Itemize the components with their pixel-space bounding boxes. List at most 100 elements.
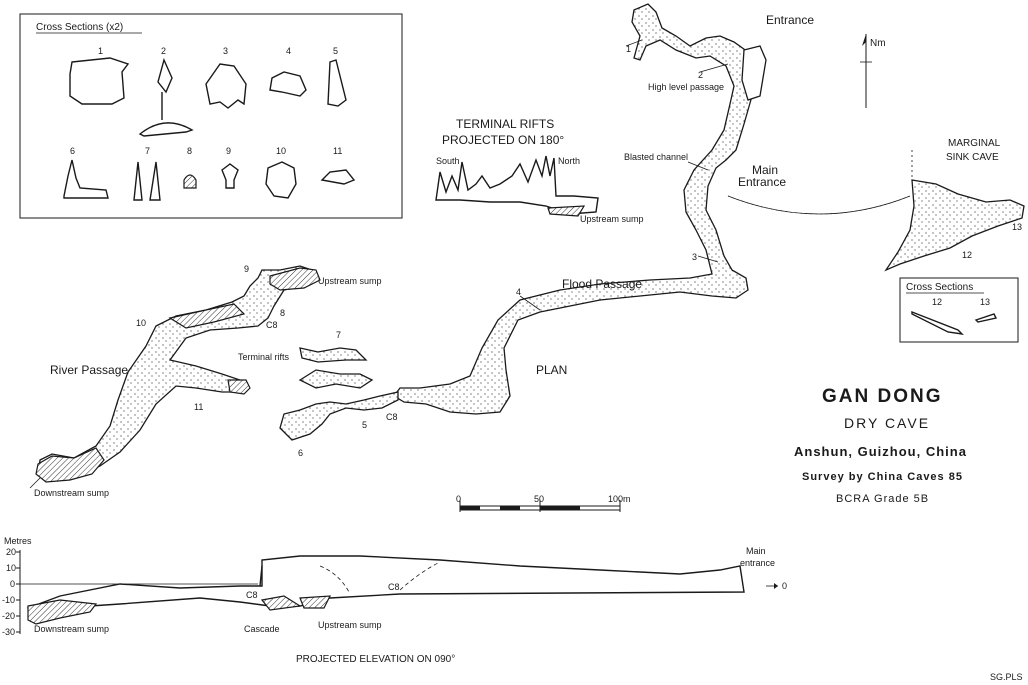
terminal-rifts-title-1: TERMINAL RIFTS: [456, 117, 554, 131]
scale-label-100: 100m: [608, 494, 631, 504]
north-label: Nm: [870, 38, 886, 49]
cascade-elevation: [260, 595, 302, 611]
scale-label-0: 0: [456, 494, 461, 504]
label-c8-plan-1: C8: [266, 320, 278, 330]
map-title: GAN DONG: [822, 386, 943, 407]
cliff-line-main: [727, 195, 911, 215]
elev-tick-m20: -20: [2, 611, 15, 621]
river-passage-hatch: [168, 303, 246, 329]
cave-plan: 1 2 3 4 5 6 7 8 9 10 11 Entrance High le…: [29, 3, 911, 498]
plan-marker-6: 6: [298, 448, 303, 458]
plan-marker-11: 11: [194, 402, 203, 412]
cs-number-6: 6: [70, 146, 75, 156]
elev-tick-20: 20: [6, 547, 16, 557]
cross-section-9: [221, 163, 239, 189]
marginal-marker-12: 12: [962, 250, 972, 260]
marginal-cs-12-shape: [911, 310, 964, 335]
elevation-caption: PROJECTED ELEVATION ON 090°: [296, 654, 455, 665]
marginal-cs-13-shape: [974, 313, 998, 323]
cross-section-4: [269, 71, 307, 97]
plan-marker-4: 4: [516, 287, 521, 297]
label-upstream-sump: Upstream sump: [318, 276, 382, 286]
label-main-entrance-1: Main: [752, 163, 778, 177]
elev-main-entrance-2: entrance: [740, 558, 775, 568]
elevation-units: Metres: [4, 536, 32, 546]
cross-section-3: [205, 63, 247, 109]
marginal-cs-title: Cross Sections: [906, 282, 973, 293]
marginal-sink-title-1: MARGINAL: [948, 138, 1001, 149]
marginal-cs-12: 12: [932, 297, 942, 307]
terminal-rifts-profile: TERMINAL RIFTS PROJECTED ON 180° South N…: [435, 117, 644, 224]
label-c8-plan-2: C8: [386, 412, 398, 422]
terminal-rifts-passage: [279, 391, 399, 441]
north-arrow: Nm: [860, 34, 886, 108]
cross-sections-title: Cross Sections (x2): [36, 22, 123, 33]
label-main-entrance-2: Entrance: [738, 175, 786, 189]
plan-marker-8: 8: [280, 308, 285, 318]
label-flood-passage: Flood Passage: [562, 277, 642, 291]
label-terminal-rifts: Terminal rifts: [238, 352, 290, 362]
rift-branch-north: [298, 369, 374, 389]
cs-number-7: 7: [145, 146, 150, 156]
map-subtitle: DRY CAVE: [844, 415, 930, 431]
elev-tick-0: 0: [10, 579, 15, 589]
cs-number-9: 9: [226, 146, 231, 156]
elev-main-entrance-1: Main: [746, 546, 766, 556]
elevation-dashed-2: [399, 561, 441, 591]
elevation-dashed-1: [319, 565, 351, 595]
cross-section-7: [133, 161, 161, 201]
plan-marker-5: 5: [362, 420, 367, 430]
elev-tick-m30: -30: [2, 627, 15, 637]
cross-section-10: [265, 161, 297, 199]
label-blasted-channel: Blasted channel: [624, 152, 688, 162]
downstream-sump-elevation: [27, 599, 98, 625]
cross-section-5: [327, 59, 347, 107]
cs-number-8: 8: [187, 146, 192, 156]
label-downstream-sump: Downstream sump: [34, 488, 109, 498]
elev-c8-b: C8: [388, 582, 400, 592]
elev-upstream-sump: Upstream sump: [318, 620, 382, 630]
upstream-sump-plan: [269, 267, 321, 291]
cs-number-1: 1: [98, 46, 103, 56]
cross-section-6: [63, 159, 109, 199]
plan-marker-10: 10: [136, 318, 146, 328]
projected-elevation: Metres 20 10 0 -10 -20 -30 Main entrance…: [2, 536, 787, 665]
cs-number-3: 3: [223, 46, 228, 56]
entrance-block: [741, 45, 767, 101]
title-block: GAN DONG DRY CAVE Anshun, Guizhou, China…: [794, 386, 967, 505]
elev-downstream-sump: Downstream sump: [34, 624, 109, 634]
marginal-sink-outline: [884, 179, 1025, 272]
scale-bar: 0 50 100m: [456, 494, 631, 512]
plan-marker-3: 3: [692, 252, 697, 262]
plan-marker-9: 9: [244, 264, 249, 274]
cs-number-4: 4: [286, 46, 291, 56]
cross-section-8: [183, 174, 197, 189]
credit: SG.PLS: [990, 672, 1023, 682]
terminal-rifts-sump: [547, 205, 586, 217]
marginal-sink-title-2: SINK CAVE: [946, 152, 999, 163]
cs-number-5: 5: [333, 46, 338, 56]
elevation-upstream: [299, 595, 332, 609]
terminal-rifts-upstream-sump: Upstream sump: [580, 214, 644, 224]
elev-tick-m10: -10: [2, 595, 15, 605]
rift-branch-7: [299, 347, 368, 363]
cross-sections-box: Cross Sections (x2) 1 2 3 4 5 6 7 8 9 10…: [19, 13, 403, 219]
cs-number-10: 10: [276, 146, 286, 156]
cross-section-1: [69, 57, 130, 105]
scale-label-50: 50: [534, 494, 544, 504]
terminal-rifts-title-2: PROJECTED ON 180°: [442, 133, 564, 147]
elev-cascade: Cascade: [244, 624, 280, 634]
label-river-passage: River Passage: [50, 363, 128, 377]
entrance-passage: [393, 3, 757, 415]
elevation-ceiling-west: [259, 565, 263, 587]
elevation-profile: [26, 555, 745, 621]
marginal-marker-13: 13: [1012, 222, 1022, 232]
cs-number-11: 11: [333, 146, 342, 156]
label-plan: PLAN: [536, 363, 567, 377]
map-location: Anshun, Guizhou, China: [794, 444, 967, 459]
marginal-sink-cave: MARGINAL SINK CAVE 12 13 Cross Sections …: [884, 138, 1025, 343]
elev-tick-10: 10: [6, 563, 16, 573]
river-passage-branch-11: [227, 379, 251, 395]
cs-number-2: 2: [161, 46, 166, 56]
